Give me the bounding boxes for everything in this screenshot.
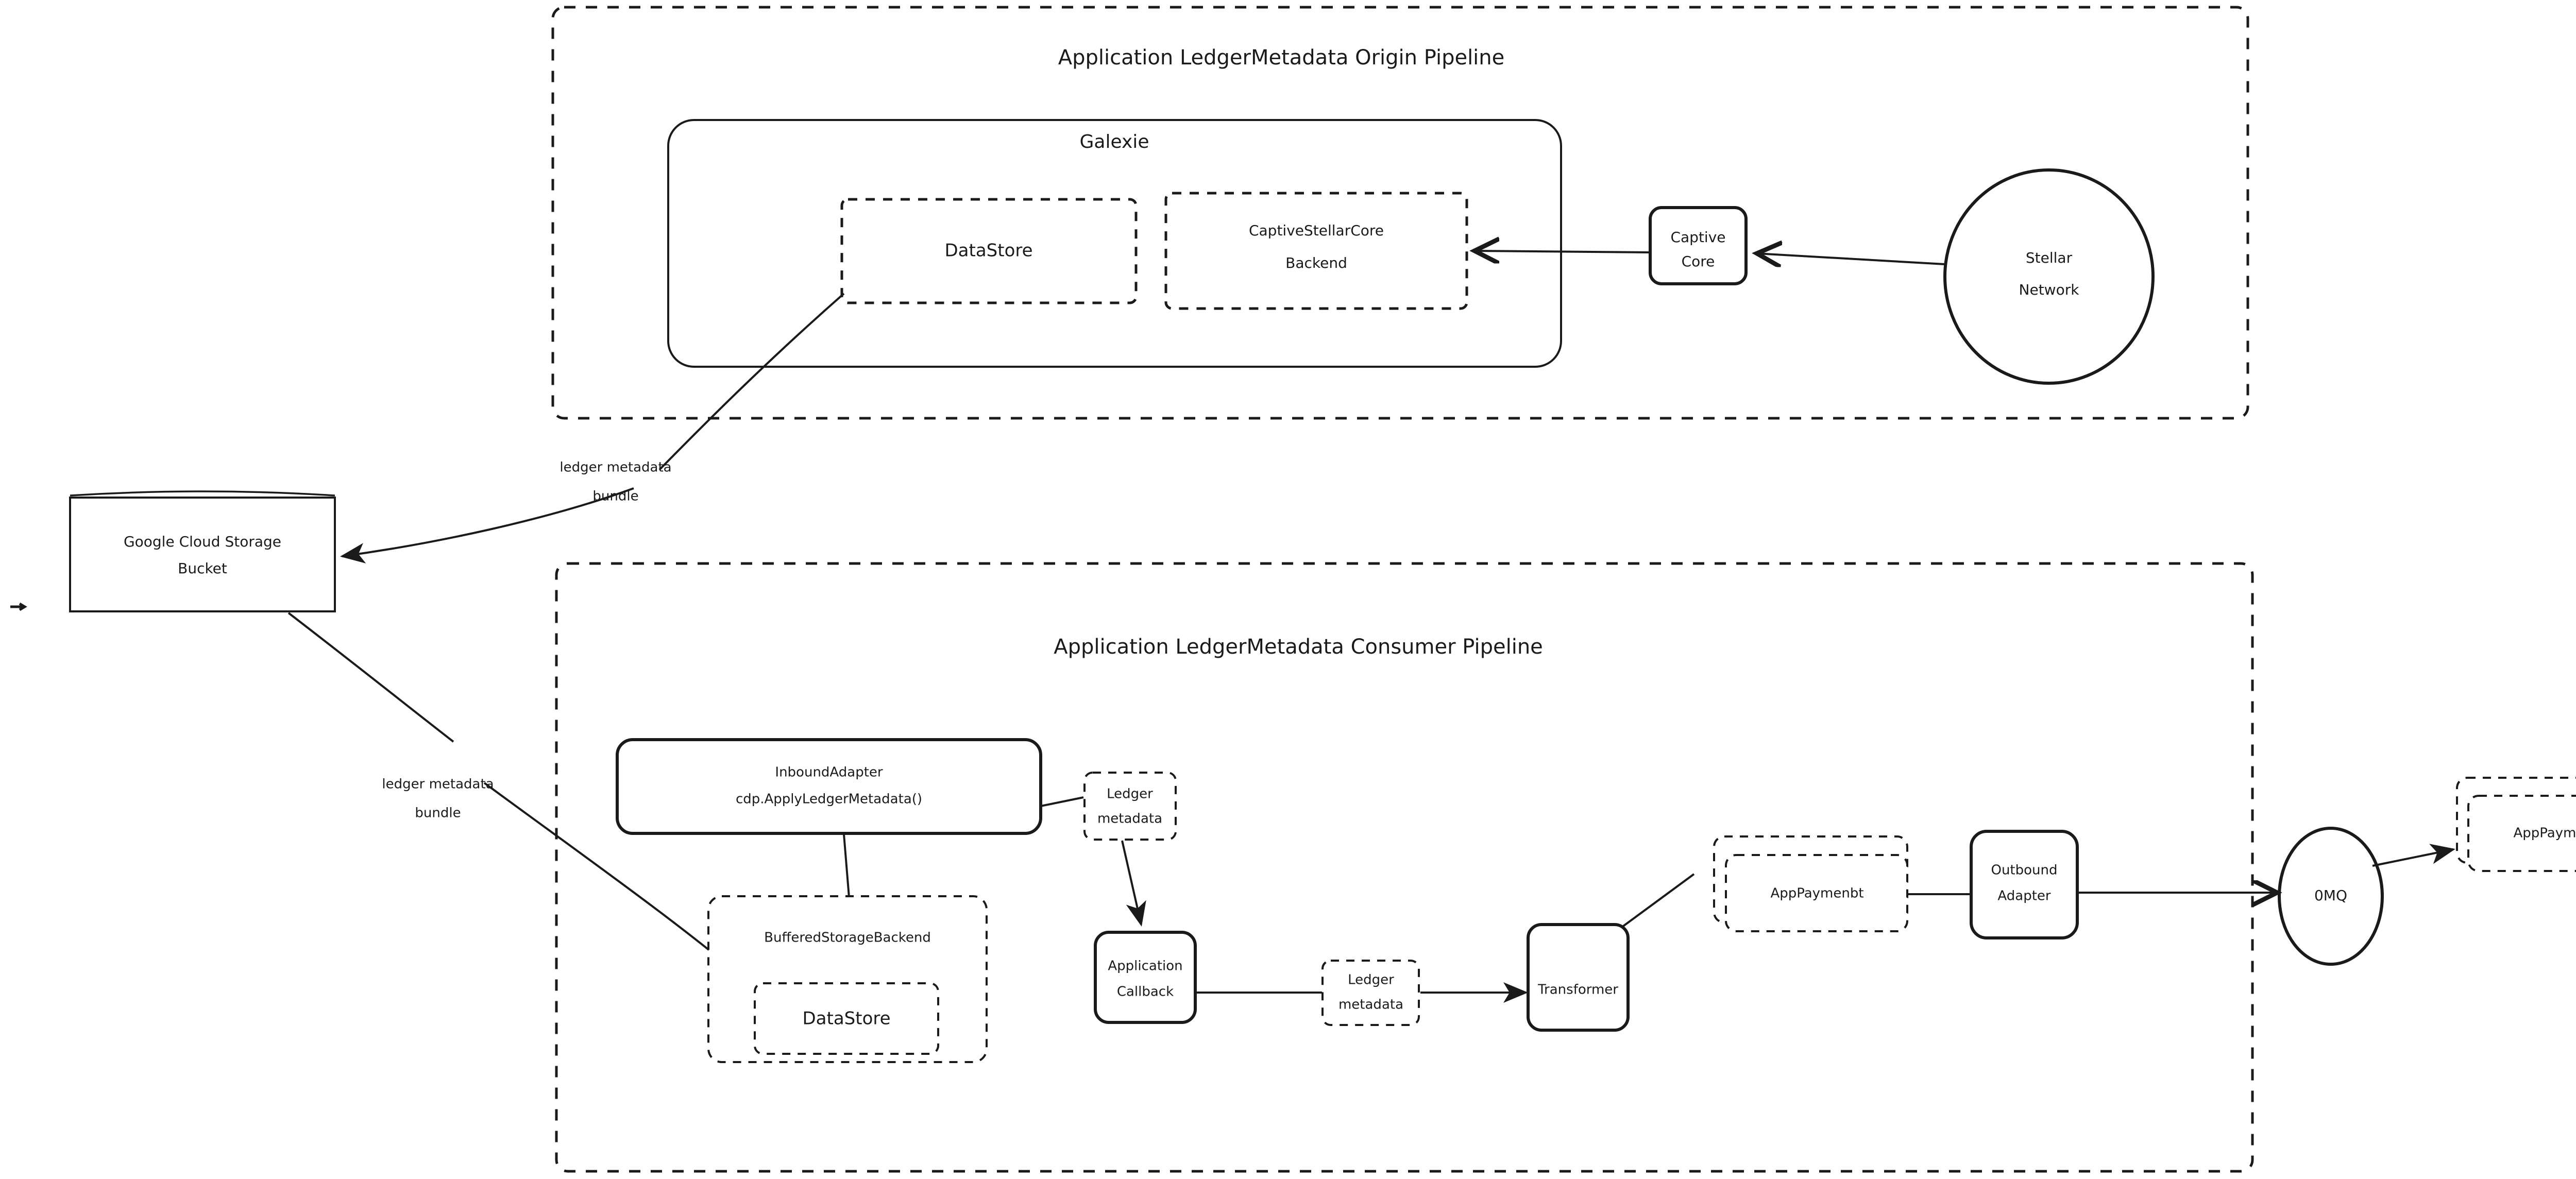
node-app-paymenbt-downstream-label: AppPaymenbt: [2513, 826, 2576, 841]
node-app-paymenbt-downstream[interactable]: AppPaymenbt: [2456, 777, 2576, 872]
node-application-callback-label-2: Callback: [1117, 984, 1174, 1000]
node-zeromq[interactable]: 0MQ: [2278, 827, 2384, 966]
node-ledger-metadata-2-label-1: Ledger: [1348, 972, 1394, 988]
node-galexie-datastore-label: DataStore: [944, 241, 1032, 261]
node-transformer-label: Transformer: [1537, 982, 1618, 998]
edge-zeromq-to-app-paymenbt: [2372, 844, 2455, 867]
node-ledger-metadata-2[interactable]: Ledger metadata: [1321, 960, 1420, 1026]
edge-label-bundle-bottom-2: bundle: [415, 806, 461, 821]
edge-ledger-metadata-1-to-callback: [1121, 840, 1146, 927]
edge-datastore-to-bucket: ledger metadata bundle: [340, 293, 845, 563]
node-stellar-network-label-2: Network: [2019, 281, 2080, 298]
consumer-pipeline-title: Application LedgerMetadata Consumer Pipe…: [1054, 635, 1543, 659]
galexie-title: Galexie: [1080, 131, 1149, 152]
node-captive-backend-label-2: Backend: [1285, 254, 1347, 271]
node-inbound-adapter-label-1: InboundAdapter: [775, 765, 883, 780]
cursor-arrow-icon: [10, 602, 27, 611]
node-application-callback-label-1: Application: [1108, 959, 1182, 974]
node-buffered-datastore[interactable]: DataStore: [754, 982, 939, 1055]
node-gcs-bucket[interactable]: Google Cloud Storage Bucket: [69, 490, 336, 612]
origin-pipeline-container: Application LedgerMetadata Origin Pipeli…: [551, 6, 2249, 420]
node-outbound-adapter[interactable]: Outbound Adapter: [1970, 830, 2079, 939]
edge-stellar-to-captive-core: [1757, 253, 1945, 264]
node-captive-core[interactable]: Captive Core: [1649, 206, 1748, 285]
consumer-pipeline-container: Application LedgerMetadata Consumer Pipe…: [555, 562, 2254, 1173]
edge-bucket-to-buffered-datastore: ledger metadata bundle: [287, 612, 757, 990]
node-galexie-datastore[interactable]: DataStore: [840, 198, 1138, 304]
edge-inbound-adapter-to-ledger-metadata-1: [1040, 796, 1084, 807]
edge-transformer-to-app-paymenbt: [1621, 873, 1695, 928]
node-captive-backend-label-1: CaptiveStellarCore: [1249, 222, 1384, 239]
node-stellar-network[interactable]: Stellar Network: [1943, 168, 2155, 385]
node-ledger-metadata-2-label-2: metadata: [1338, 997, 1403, 1013]
node-captive-stellar-core-backend[interactable]: CaptiveStellarCore Backend: [1164, 192, 1468, 310]
edge-label-bundle-top-2: bundle: [592, 489, 638, 504]
node-ledger-metadata-1-label-2: metadata: [1097, 811, 1162, 827]
edge-label-bundle-bottom-1: ledger metadata: [382, 777, 494, 792]
node-ledger-metadata-1-label-1: Ledger: [1107, 787, 1153, 802]
node-captive-core-label-1: Captive: [1670, 229, 1725, 246]
node-zeromq-label: 0MQ: [2314, 887, 2347, 904]
node-outbound-adapter-label-2: Adapter: [1997, 888, 2050, 904]
node-application-callback[interactable]: Application Callback: [1094, 931, 1197, 1024]
node-gcs-bucket-label-1: Google Cloud Storage: [124, 533, 281, 550]
group-buffered-storage-backend-label: BufferedStorageBackend: [764, 930, 931, 946]
node-app-paymenbt-consumer-label: AppPaymenbt: [1770, 886, 1863, 901]
node-captive-core-label-2: Core: [1682, 253, 1715, 270]
node-ledger-metadata-1[interactable]: Ledger metadata: [1083, 772, 1177, 841]
node-gcs-bucket-label-2: Bucket: [178, 560, 227, 577]
node-buffered-datastore-label: DataStore: [802, 1009, 890, 1029]
node-transformer[interactable]: Transformer: [1527, 923, 1630, 1032]
edge-captive-core-to-backend: [1475, 251, 1649, 252]
node-stellar-network-label-1: Stellar: [2026, 249, 2073, 266]
group-buffered-storage-backend[interactable]: BufferedStorageBackend DataStore: [707, 895, 988, 1063]
node-outbound-adapter-label-1: Outbound: [1991, 863, 2057, 878]
node-inbound-adapter-label-2: cdp.ApplyLedgerMetadata(): [736, 792, 922, 807]
edge-label-bundle-top-1: ledger metadata: [560, 460, 671, 475]
edge-inbound-adapter-to-buffered-backend: [843, 834, 850, 898]
node-inbound-adapter[interactable]: InboundAdapter cdp.ApplyLedgerMetadata(): [616, 738, 1042, 835]
galexie-group: Galexie DataStore CaptiveStellarCore Bac…: [667, 119, 1562, 368]
node-app-paymenbt-consumer[interactable]: AppPaymenbt: [1713, 835, 1908, 932]
origin-pipeline-title: Application LedgerMetadata Origin Pipeli…: [1058, 46, 1505, 70]
